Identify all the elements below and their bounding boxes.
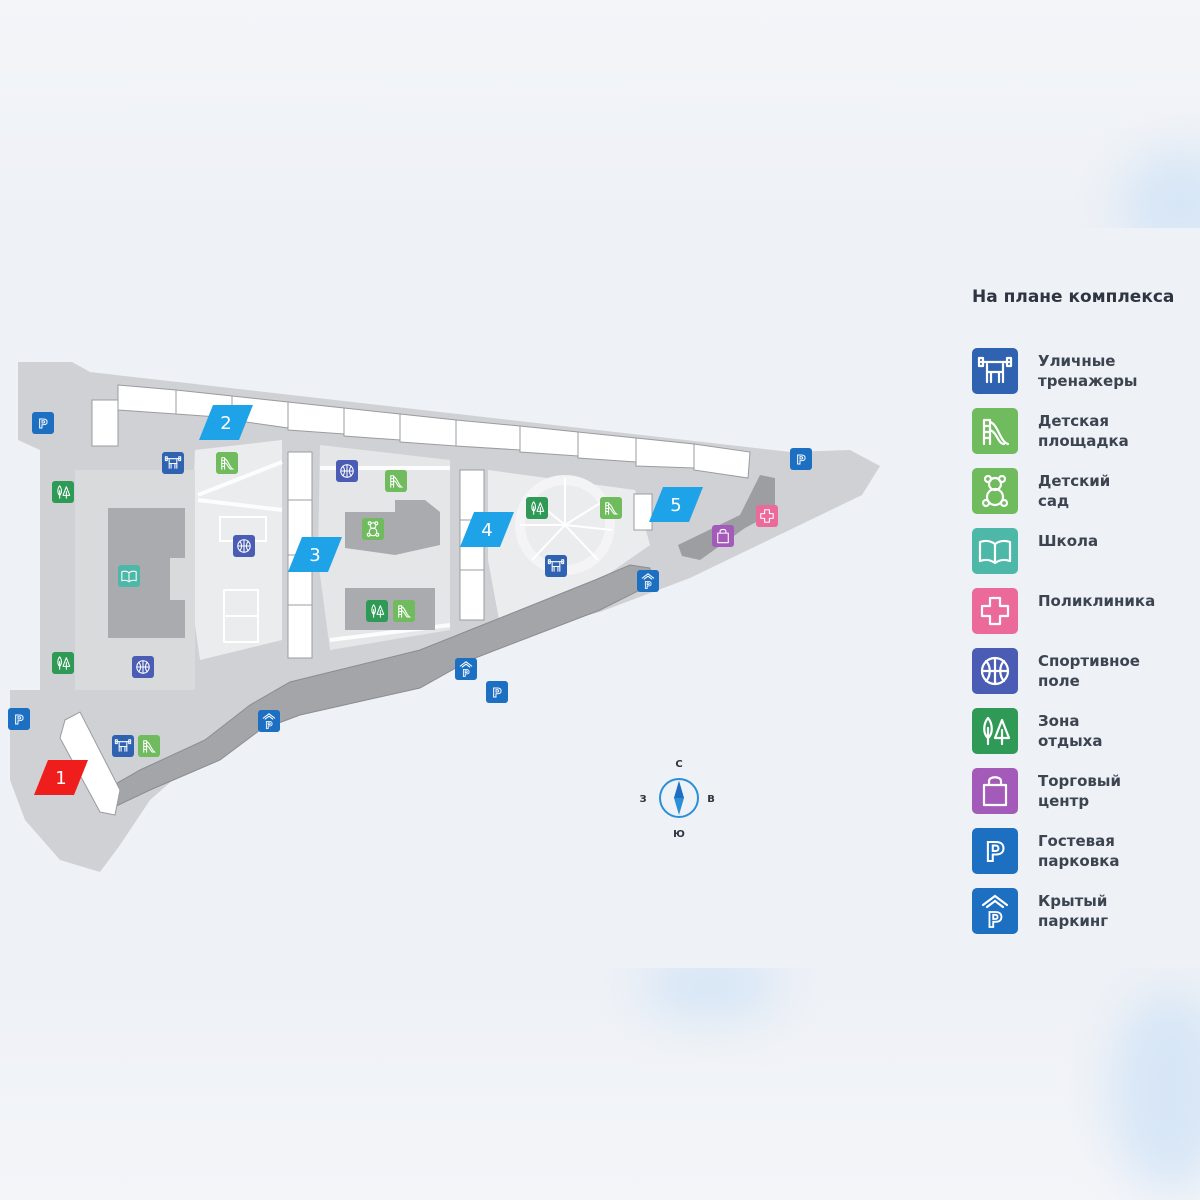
legend-label: Школа (1038, 532, 1099, 550)
parking-icon: P (790, 448, 812, 470)
trees-icon (526, 497, 548, 519)
svg-text:P: P (988, 908, 1003, 932)
legend-item-covered-parking: P Крытый паркинг (972, 886, 1192, 946)
legend-item-clinic: Поликлиника (972, 586, 1192, 646)
svg-text:4: 4 (481, 520, 492, 541)
open-book-icon (972, 528, 1018, 574)
basketball-icon (233, 535, 255, 557)
svg-text:1: 1 (55, 768, 66, 789)
workout-equipment-icon (162, 452, 184, 474)
svg-text:2: 2 (220, 413, 231, 434)
legend-title: На плане комплекса (972, 287, 1175, 307)
trees-icon (52, 481, 74, 503)
legend-item-guest-parking: P Гостевая парковка (972, 826, 1192, 886)
workout-equipment-icon (545, 555, 567, 577)
map-icons: P P P P P P P (8, 412, 812, 757)
legend-item-mall: Торговый центр (972, 766, 1192, 826)
legend-label: Торговый центр (1038, 772, 1121, 810)
playground-slide-icon (972, 408, 1018, 454)
trees-icon (366, 600, 388, 622)
covered-parking-icon: P (258, 710, 280, 732)
playground-slide-icon (393, 600, 415, 622)
svg-text:P: P (985, 838, 1004, 868)
building-1-footprint (59, 711, 121, 816)
compass: С Ю З В (639, 759, 714, 840)
playground-slide-icon (600, 497, 622, 519)
legend-label: Детский сад (1038, 472, 1111, 510)
playground-slide-icon (385, 470, 407, 492)
parking-icon: P (972, 828, 1018, 874)
parking-icon: P (486, 681, 508, 703)
svg-text:5: 5 (670, 495, 681, 516)
legend-item-playground: Детская площадка (972, 406, 1192, 466)
parking-icon: P (32, 412, 54, 434)
legend-item-workout: Уличные тренажеры (972, 346, 1192, 406)
svg-text:З: З (639, 794, 646, 805)
playground-slide-icon (138, 735, 160, 757)
shopping-bag-icon (712, 525, 734, 547)
basketball-icon (132, 656, 154, 678)
kindergarten-building (345, 500, 440, 555)
legend-label: Поликлиника (1038, 592, 1156, 610)
parking-icon: P (8, 708, 30, 730)
playground-patch (345, 588, 435, 630)
svg-text:P: P (38, 416, 47, 431)
covered-parking-icon: P (455, 658, 477, 680)
building-marker-4[interactable]: 4 (460, 512, 514, 547)
svg-text:P: P (266, 721, 273, 732)
building-marker-3[interactable]: 3 (288, 537, 342, 572)
legend-item-recreation: Зона отдыха (972, 706, 1192, 766)
legend: Уличные тренажеры Детская площадка Детск… (972, 346, 1192, 946)
legend-label: Гостевая парковка (1038, 832, 1120, 870)
top-band (0, 0, 1200, 228)
basketball-icon (972, 648, 1018, 694)
legend-item-school: Школа (972, 526, 1192, 586)
legend-label: Крытый паркинг (1038, 892, 1109, 930)
legend-label: Детская площадка (1038, 412, 1129, 450)
covered-parking-icon: P (637, 570, 659, 592)
legend-item-sports: Спортивное поле (972, 646, 1192, 706)
basketball-icon (336, 460, 358, 482)
building-marker-5[interactable]: 5 (649, 487, 703, 522)
teddy-bear-icon (972, 468, 1018, 514)
trees-icon (972, 708, 1018, 754)
trees-icon (52, 652, 74, 674)
open-book-icon (118, 565, 140, 587)
legend-label: Уличные тренажеры (1038, 352, 1138, 390)
svg-text:С: С (675, 759, 682, 770)
playground-slide-icon (216, 452, 238, 474)
legend-label: Спортивное поле (1038, 652, 1140, 690)
teddy-bear-icon (362, 518, 384, 540)
svg-text:P: P (463, 669, 470, 680)
building-marker-2[interactable]: 2 (199, 405, 253, 440)
workout-equipment-icon (972, 348, 1018, 394)
bottom-band (0, 968, 1200, 1200)
svg-text:P: P (796, 452, 805, 467)
svg-text:P: P (14, 712, 23, 727)
school-building (108, 508, 185, 638)
workout-equipment-icon (112, 735, 134, 757)
mall-building (678, 475, 775, 560)
covered-parking-icon: P (972, 888, 1018, 934)
glow-decoration (1110, 990, 1200, 1190)
svg-text:P: P (645, 581, 652, 592)
shopping-bag-icon (972, 768, 1018, 814)
svg-text:P: P (492, 685, 501, 700)
medical-cross-icon (972, 588, 1018, 634)
building-marker-1[interactable]: 1 (34, 760, 88, 795)
svg-text:В: В (707, 794, 715, 805)
svg-text:Ю: Ю (673, 829, 685, 840)
legend-item-kindergarten: Детский сад (972, 466, 1192, 526)
medical-cross-icon (756, 505, 778, 527)
legend-label: Зона отдыха (1038, 712, 1103, 750)
svg-text:3: 3 (309, 545, 320, 566)
